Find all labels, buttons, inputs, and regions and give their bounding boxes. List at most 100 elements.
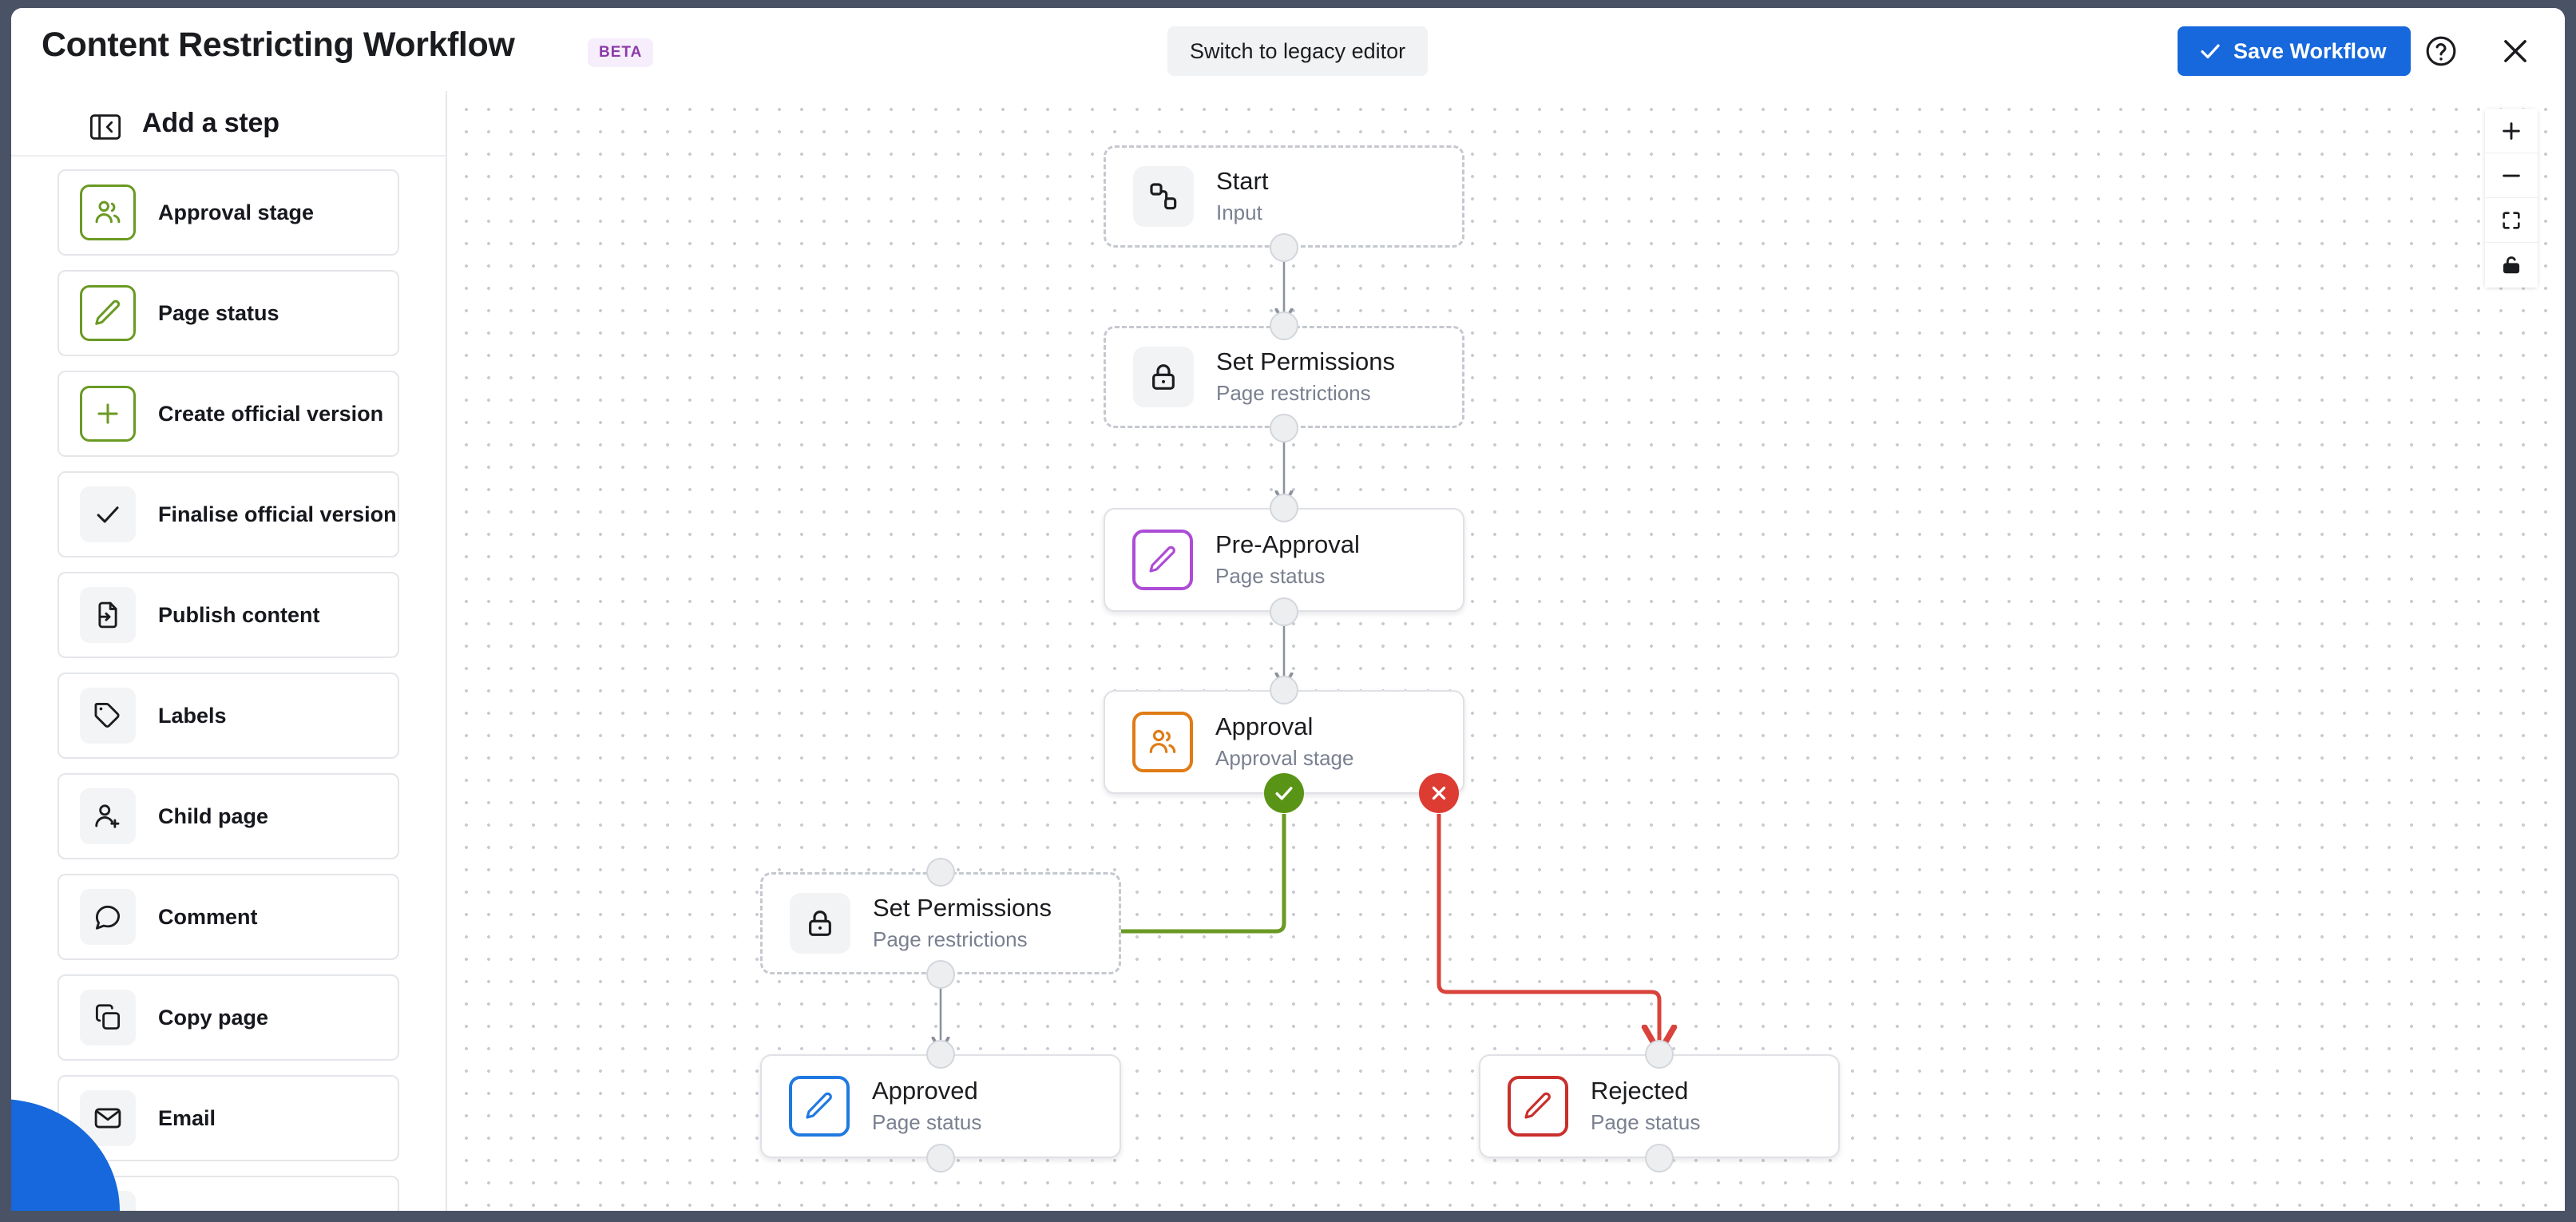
check-icon bbox=[2198, 39, 2222, 63]
user-plus-icon bbox=[80, 788, 136, 844]
workflow-canvas[interactable]: Start Input Set Permissions Page restric… bbox=[449, 91, 2565, 1211]
plus-icon bbox=[80, 386, 136, 442]
node-set-permissions-2[interactable]: Set Permissions Page restrictions bbox=[760, 872, 1121, 974]
sidebar-item-label: Publish content bbox=[158, 602, 320, 627]
sidebar-item-label: Child page bbox=[158, 803, 269, 828]
nodes-icon bbox=[1133, 166, 1194, 227]
node-pre-approval[interactable]: Pre-Approval Page status bbox=[1104, 508, 1464, 612]
lock-canvas-button[interactable] bbox=[2485, 243, 2538, 288]
handle-start-out[interactable] bbox=[1270, 233, 1298, 262]
handle-set-permissions-2-in[interactable] bbox=[926, 858, 955, 887]
handle-set-permissions-1-out[interactable] bbox=[1270, 414, 1298, 442]
help-circle-icon bbox=[2423, 34, 2459, 69]
node-subtitle: Page status bbox=[1215, 564, 1326, 589]
pencil-icon bbox=[80, 285, 136, 341]
node-set-permissions-1[interactable]: Set Permissions Page restrictions bbox=[1104, 326, 1464, 428]
plus-icon bbox=[2499, 119, 2523, 143]
sidebar-item-finalise-official-version[interactable]: Finalise official version bbox=[57, 471, 399, 557]
sidebar-item-approval-stage[interactable]: Approval stage bbox=[57, 169, 399, 256]
beta-badge: BETA bbox=[588, 38, 654, 67]
node-subtitle: Page status bbox=[1591, 1110, 1701, 1135]
sidebar-title: Add a step bbox=[142, 107, 279, 138]
handle-approved-out[interactable] bbox=[926, 1144, 955, 1172]
switch-to-legacy-editor-button[interactable]: Switch to legacy editor bbox=[1167, 26, 1429, 76]
node-title: Approved bbox=[872, 1076, 978, 1105]
step-list: Approval stage Page status Create offici… bbox=[11, 157, 446, 1211]
node-subtitle: Page restrictions bbox=[873, 927, 1028, 952]
reject-handle[interactable] bbox=[1419, 773, 1459, 813]
sidebar-item-create-official-version[interactable]: Create official version bbox=[57, 371, 399, 457]
node-text: Rejected Page status bbox=[1591, 1076, 1700, 1137]
zoom-in-button[interactable] bbox=[2485, 109, 2538, 153]
node-title: Pre-Approval bbox=[1215, 530, 1360, 558]
sidebar-item-child-page[interactable]: Child page bbox=[57, 773, 399, 859]
check-icon bbox=[80, 486, 136, 542]
sidebar-item-label: Create official version bbox=[158, 401, 384, 426]
handle-rejected-in[interactable] bbox=[1645, 1040, 1674, 1069]
sidebar-header: Add a step bbox=[11, 91, 446, 157]
node-text: Start Input bbox=[1216, 166, 1268, 228]
handle-pre-approval-out[interactable] bbox=[1270, 597, 1298, 626]
node-text: Set Permissions Page restrictions bbox=[873, 893, 1052, 954]
node-rejected[interactable]: Rejected Page status bbox=[1479, 1054, 1840, 1158]
save-workflow-button[interactable]: Save Workflow bbox=[2178, 26, 2411, 76]
node-title: Set Permissions bbox=[1216, 347, 1395, 375]
sidebar-item-label: Finalise official version bbox=[158, 502, 397, 526]
sidebar-item-page-status[interactable]: Page status bbox=[57, 270, 399, 356]
sidebar-item-labels[interactable]: Labels bbox=[57, 672, 399, 759]
handle-pre-approval-in[interactable] bbox=[1270, 494, 1298, 522]
handle-set-permissions-1-in[interactable] bbox=[1270, 311, 1298, 340]
sidebar-item-label: Page status bbox=[158, 300, 279, 325]
sidebar-item-copy-page[interactable]: Copy page bbox=[57, 974, 399, 1061]
node-text: Pre-Approval Page status bbox=[1215, 530, 1360, 591]
copy-icon bbox=[80, 990, 136, 1045]
app-window: Content Restricting Workflow BETA Switch… bbox=[11, 8, 2565, 1211]
users-icon bbox=[1132, 712, 1193, 772]
close-icon bbox=[2498, 34, 2533, 69]
node-approved[interactable]: Approved Page status bbox=[760, 1054, 1121, 1158]
node-subtitle: Input bbox=[1216, 200, 1262, 225]
handle-rejected-out[interactable] bbox=[1645, 1144, 1674, 1172]
zoom-out-button[interactable] bbox=[2485, 153, 2538, 198]
node-subtitle: Approval stage bbox=[1215, 746, 1354, 771]
add-step-sidebar: Add a step Approval stage Page status bbox=[11, 91, 447, 1211]
node-subtitle: Page status bbox=[872, 1110, 982, 1135]
sidebar-item-email[interactable]: Email bbox=[57, 1075, 399, 1161]
node-start[interactable]: Start Input bbox=[1104, 145, 1464, 248]
sidebar-item-publish-content[interactable]: Publish content bbox=[57, 572, 399, 658]
sidebar-item-label: Email bbox=[158, 1105, 216, 1130]
lock-filled-icon bbox=[2500, 254, 2522, 276]
node-title: Start bbox=[1216, 166, 1269, 195]
fit-view-button[interactable] bbox=[2485, 198, 2538, 243]
bottom-bar bbox=[0, 1211, 2576, 1222]
pencil-icon bbox=[789, 1076, 850, 1137]
collapse-panel-icon[interactable] bbox=[89, 113, 121, 141]
node-title: Rejected bbox=[1591, 1076, 1689, 1105]
handle-approved-in[interactable] bbox=[926, 1040, 955, 1069]
sidebar-item-label: Labels bbox=[158, 703, 227, 728]
fit-screen-icon bbox=[2500, 209, 2522, 232]
save-workflow-label: Save Workflow bbox=[2233, 38, 2387, 63]
comment-icon bbox=[80, 889, 136, 945]
edge-layer bbox=[449, 248, 2565, 1211]
help-button[interactable] bbox=[2420, 30, 2462, 72]
pencil-icon bbox=[1508, 1076, 1568, 1137]
sidebar-item-label: Approval stage bbox=[158, 200, 315, 224]
users-icon bbox=[80, 184, 136, 240]
sidebar-item-comment[interactable]: Comment bbox=[57, 874, 399, 960]
node-text: Approval Approval stage bbox=[1215, 712, 1353, 773]
page-title: Content Restricting Workflow bbox=[42, 26, 515, 64]
close-button[interactable] bbox=[2495, 30, 2536, 72]
approve-handle[interactable] bbox=[1264, 773, 1304, 813]
pencil-icon bbox=[1132, 530, 1193, 590]
node-text: Set Permissions Page restrictions bbox=[1216, 347, 1395, 408]
node-title: Approval bbox=[1215, 712, 1314, 740]
handle-approval-in[interactable] bbox=[1270, 676, 1298, 704]
handle-set-permissions-2-out[interactable] bbox=[926, 960, 955, 989]
minus-icon bbox=[2499, 164, 2523, 188]
canvas-controls bbox=[2485, 109, 2538, 288]
file-export-icon bbox=[80, 587, 136, 643]
node-text: Approved Page status bbox=[872, 1076, 981, 1137]
app-header: Content Restricting Workflow BETA Switch… bbox=[11, 8, 2565, 91]
